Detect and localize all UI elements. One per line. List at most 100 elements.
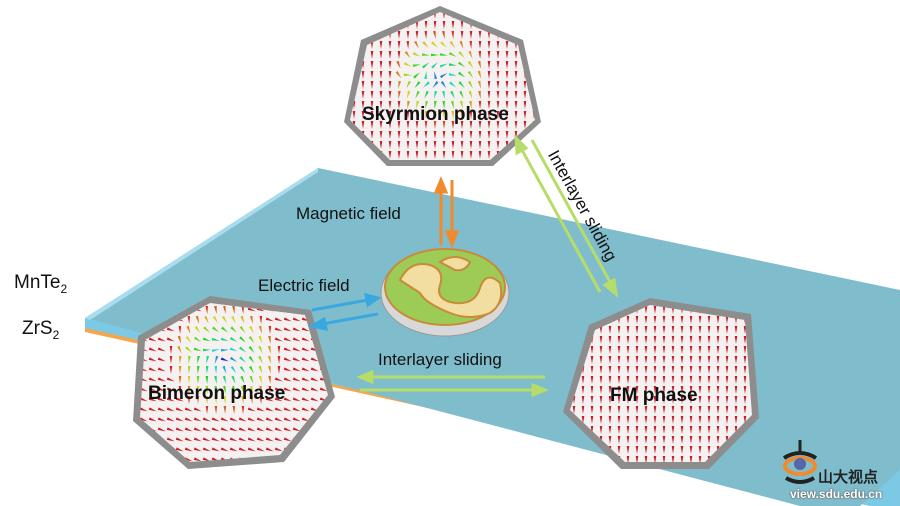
spin-arrow [379, 131, 383, 139]
spin-arrow [238, 437, 247, 442]
spin-arrow [379, 81, 383, 89]
spin-arrow [256, 407, 265, 412]
spin-arrow [175, 417, 184, 422]
spin-arrow [388, 12, 392, 19]
spin-arrow [301, 377, 310, 382]
spin-arrow [434, 100, 437, 109]
spin-arrow [644, 446, 648, 454]
spin-arrow [379, 71, 383, 79]
spin-arrow [671, 446, 675, 454]
spin-arrow [564, 446, 567, 454]
spin-arrow [707, 426, 711, 434]
spin-arrow [265, 427, 274, 432]
spin-arrow [496, 12, 500, 19]
spin-arrow [590, 426, 594, 434]
spin-arrow [707, 446, 711, 454]
spin-arrow [166, 427, 175, 432]
spin-arrow [671, 396, 675, 404]
spin-arrow [707, 406, 711, 414]
spin-arrow [249, 385, 253, 394]
spin-arrow [458, 51, 465, 58]
spin-arrow [599, 426, 603, 434]
spin-arrow [274, 437, 283, 442]
spin-arrow [247, 447, 256, 452]
spin-arrow [265, 447, 274, 452]
spin-arrow [716, 326, 720, 334]
spin-arrow [442, 120, 446, 129]
spin-arrow [352, 41, 356, 49]
spin-arrow [259, 395, 263, 404]
spin-arrow [184, 447, 193, 452]
spin-arrow [689, 436, 693, 444]
spin-arrow [671, 406, 675, 414]
spin-arrow [157, 457, 166, 462]
spin-arrow [370, 12, 374, 19]
spin-arrow [250, 395, 253, 404]
spin-arrow [671, 326, 675, 334]
spin-arrow [433, 151, 437, 159]
spin-arrow [496, 51, 500, 59]
spin-arrow [157, 347, 166, 352]
spin-arrow [414, 81, 421, 89]
spin-arrow [370, 121, 374, 129]
spin-arrow [487, 91, 491, 99]
spin-arrow [689, 356, 693, 364]
spin-arrow [487, 121, 491, 129]
spin-arrow [644, 436, 648, 444]
spin-arrow [644, 456, 648, 462]
spin-arrow [403, 62, 412, 67]
spin-arrow [379, 121, 383, 129]
spin-arrow [532, 61, 535, 69]
spin-arrow [440, 41, 447, 48]
spin-arrow [247, 407, 256, 412]
spin-arrow [653, 416, 657, 424]
spin-arrow [581, 456, 585, 462]
spin-arrow [310, 387, 319, 392]
spin-arrow [277, 345, 281, 354]
spin-arrow [292, 347, 301, 352]
spin-arrow [671, 456, 675, 462]
spin-arrow [680, 426, 684, 434]
spin-arrow [653, 396, 657, 404]
spin-arrow [397, 51, 401, 59]
spin-arrow [440, 80, 447, 89]
spin-arrow [220, 337, 229, 342]
spin-arrow [467, 80, 473, 89]
spin-arrow [617, 346, 621, 354]
spin-arrow [184, 407, 193, 412]
spin-arrow [662, 376, 666, 384]
spin-arrow [457, 61, 466, 68]
spin-arrow [148, 387, 157, 392]
spin-arrow [388, 81, 392, 89]
spin-arrow [283, 367, 292, 372]
spin-arrow [734, 386, 738, 394]
spin-arrow [635, 376, 639, 384]
spin-arrow [202, 417, 211, 422]
spin-arrow [680, 316, 684, 324]
spin-arrow [635, 346, 639, 354]
spin-arrow [434, 90, 438, 99]
spin-arrow [422, 41, 429, 48]
spin-arrow [283, 327, 292, 332]
spin-arrow [267, 345, 271, 354]
spin-arrow [671, 346, 675, 354]
spin-arrow [186, 325, 191, 334]
spin-arrow [523, 91, 527, 99]
spin-arrow [202, 437, 211, 442]
spin-arrow [689, 416, 693, 424]
spin-arrow [662, 416, 666, 424]
spin-arrow [140, 457, 148, 462]
fm-frame [563, 298, 759, 469]
spin-arrow [249, 375, 254, 384]
watermark-name: 山大视点 [818, 469, 879, 486]
spin-arrow [361, 21, 365, 29]
spin-arrow [680, 446, 684, 454]
spin-arrow [223, 395, 226, 404]
spin-arrow [424, 21, 428, 29]
spin-arrow [626, 386, 630, 394]
spin-arrow [644, 396, 648, 404]
spin-arrow [416, 100, 420, 109]
spin-arrow [698, 326, 702, 334]
spin-arrow [626, 346, 630, 354]
spin-arrow [514, 21, 518, 29]
